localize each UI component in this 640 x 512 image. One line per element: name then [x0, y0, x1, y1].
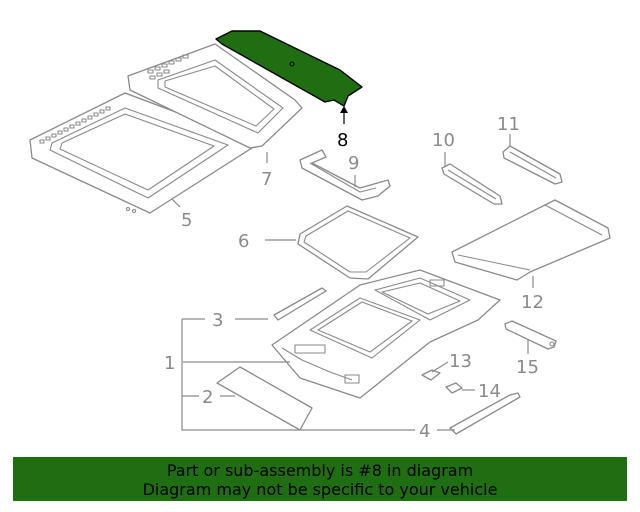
- callout-6: 6: [238, 231, 249, 252]
- info-banner: Part or sub-assembly is #8 in diagram Di…: [13, 457, 627, 501]
- part-9-bracket[interactable]: [299, 149, 391, 201]
- callout-11: 11: [497, 114, 520, 135]
- callout-13: 13: [449, 351, 472, 372]
- part-3-seal-strip[interactable]: [273, 287, 327, 321]
- callout-10: 10: [432, 130, 455, 151]
- part-15-bracket[interactable]: [504, 320, 557, 350]
- part-12-shade-panel[interactable]: [451, 199, 611, 281]
- callout-2: 2: [202, 387, 213, 408]
- callout-7: 7: [261, 169, 272, 190]
- callout-9: 9: [348, 153, 359, 174]
- callout-8: 8: [337, 130, 348, 151]
- callout-14: 14: [478, 381, 501, 402]
- part-2-panel[interactable]: [216, 366, 313, 431]
- callout-5: 5: [181, 210, 192, 231]
- callout-3: 3: [212, 310, 223, 331]
- callout-labels: 1 2 3 4 5 6 7 8 9 10 11 12 13 14 15: [164, 114, 544, 442]
- part-13-clip[interactable]: [421, 369, 441, 381]
- part-7-roof-panel[interactable]: [127, 43, 303, 149]
- callout-1: 1: [164, 353, 175, 374]
- part-6-glass-panel[interactable]: [297, 205, 419, 280]
- callout-15: 15: [516, 357, 539, 378]
- part-14-clip[interactable]: [445, 382, 463, 394]
- part-11-strip[interactable]: [502, 145, 563, 185]
- part-1-frame[interactable]: [271, 269, 501, 399]
- banner-line-1: Part or sub-assembly is #8 in diagram: [166, 461, 474, 480]
- leader-lines: [171, 106, 534, 431]
- callout-12: 12: [521, 292, 544, 313]
- part-8-highlighted-panel[interactable]: [215, 30, 363, 107]
- callout-4: 4: [419, 421, 430, 442]
- banner-line-2: Diagram may not be specific to your vehi…: [142, 480, 498, 499]
- exploded-parts-diagram: 1 2 3 4 5 6 7 8 9 10 11 12 13 14 15: [29, 30, 611, 442]
- part-4-rail-strip[interactable]: [449, 392, 521, 435]
- part-10-strip[interactable]: [441, 163, 503, 205]
